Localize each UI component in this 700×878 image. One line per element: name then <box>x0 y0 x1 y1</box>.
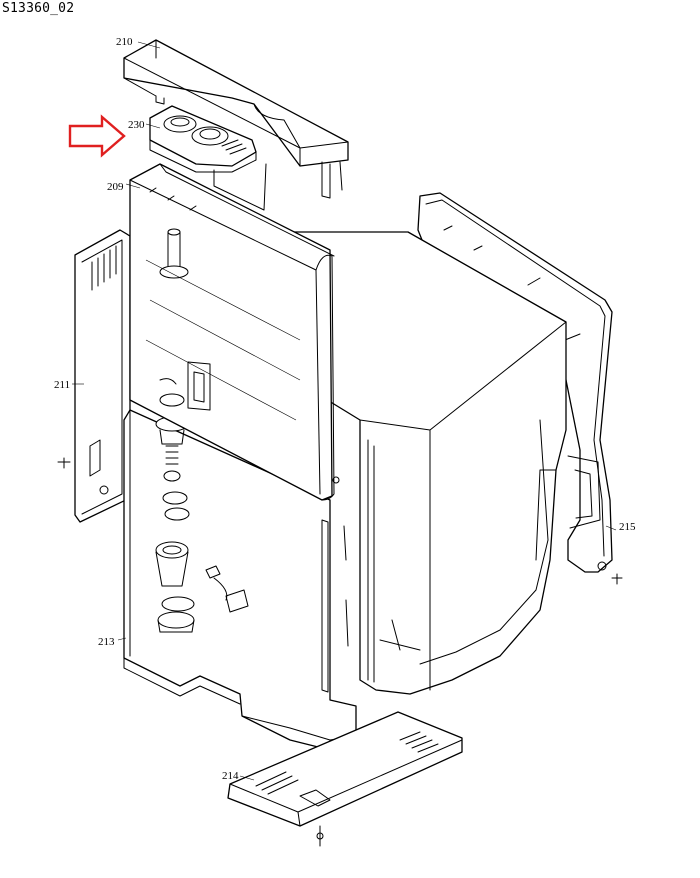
side-panel-211 <box>57 229 131 523</box>
highlight-arrow <box>68 114 126 158</box>
callout-214: 214 <box>222 770 239 782</box>
main-housing <box>261 231 567 695</box>
valve-parts-stack <box>155 416 249 633</box>
document-id: S13360_02 <box>2 1 75 16</box>
right-arrow-icon <box>68 114 126 158</box>
callout-211: 211 <box>54 379 70 391</box>
leader-lines <box>72 41 617 781</box>
callout-230: 230 <box>128 119 145 131</box>
drip-tray-214 <box>227 711 463 847</box>
top-cover-210 <box>123 39 349 199</box>
callout-210: 210 <box>116 36 133 48</box>
callout-labels: 210 230 209 211 213 214 215 <box>54 36 636 782</box>
lid-support-230 <box>149 105 267 211</box>
water-tank-209 <box>129 163 340 501</box>
callout-213: 213 <box>98 636 115 648</box>
side-panel-215 <box>417 192 623 585</box>
callout-215: 215 <box>619 521 636 533</box>
callout-209: 209 <box>107 181 124 193</box>
